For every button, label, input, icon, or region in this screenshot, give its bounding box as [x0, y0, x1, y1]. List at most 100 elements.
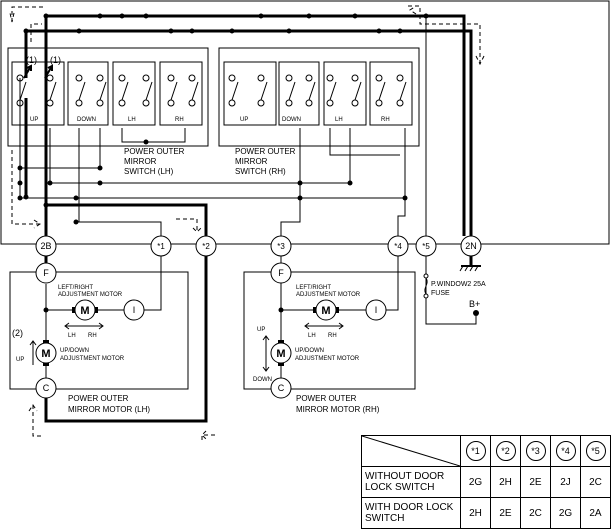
motor-lh-lr-arrow — [64, 322, 104, 330]
switch-rh-lh-box — [323, 61, 367, 126]
switch-assembly-lh: UP DOWN LH RH POWER OUTER MIRROR SWITCH … — [7, 47, 209, 176]
switch-terminal — [396, 74, 404, 82]
thick-wire-second — [24, 29, 473, 236]
table-cell: 2A — [580, 497, 611, 529]
motor-lh-lr-label-1: LEFT/RIGHT — [58, 285, 93, 291]
motor-rh-lh-label: LH — [308, 333, 316, 339]
switch-rh-title-line1: POWER OUTER — [235, 147, 296, 156]
motor-lh-terminal-f-label: F — [43, 268, 49, 278]
junction-dot — [376, 28, 382, 34]
junction-dot — [229, 28, 235, 34]
junction-dot — [97, 13, 103, 19]
motor-rh-lr-label-2: ADJUSTMENT MOTOR — [296, 292, 361, 298]
switch-lh-rh-label: RH — [175, 117, 184, 123]
junction-dot — [119, 13, 125, 19]
table-header-star4: *4 — [555, 441, 576, 461]
wire-a — [19, 78, 406, 199]
table-cell: 2G — [550, 497, 581, 529]
motor-rh-ud-arrow — [262, 335, 270, 372]
table-cell: 2E — [490, 497, 521, 529]
switch-terminal — [396, 99, 404, 107]
motor-lh-lh-label: LH — [68, 333, 76, 339]
switch-rh-down-label: DOWN — [282, 117, 301, 123]
switch-contact — [49, 81, 57, 101]
switch-terminal — [96, 99, 104, 107]
motor-rh-rh-label: RH — [328, 333, 337, 339]
junction-dot — [402, 195, 408, 201]
switch-terminal — [188, 99, 196, 107]
connector-star3-label: *3 — [277, 242, 285, 251]
switch-lh-frame — [7, 47, 209, 147]
motor-rh-ud-symbol: M — [276, 348, 285, 360]
connector-star2: *2 — [195, 235, 217, 257]
wire-lh-link — [121, 128, 146, 143]
switch-rh-up-label: UP — [240, 117, 248, 123]
thick-wire-2-down — [44, 256, 208, 423]
motor-lh-ud-symbol: M — [41, 348, 50, 360]
switch-terminal — [46, 99, 54, 107]
switch-terminal — [257, 99, 265, 107]
junction-dot — [306, 13, 312, 19]
fuse-element — [424, 277, 428, 295]
motor-rh-lr-label-1: LEFT/RIGHT — [296, 285, 331, 291]
battery-label: B+ — [469, 299, 480, 309]
connector-2n-label: 2N — [465, 241, 477, 251]
motor-rh-lr-arrow — [304, 322, 344, 330]
motor-lh-ud-arrow — [29, 340, 37, 365]
table-corner-cell — [361, 435, 461, 467]
connector-2n: 2N — [460, 235, 482, 257]
switch-contact — [288, 81, 296, 101]
switch-terminal — [167, 74, 175, 82]
motor-lh-terminal-f — [35, 262, 57, 284]
junction-dot — [189, 28, 195, 34]
wire-c — [20, 128, 101, 169]
junction-dot — [423, 13, 429, 19]
junction-dot — [76, 28, 82, 34]
motor-rh-title-line1: POWER OUTER — [296, 394, 357, 403]
fuse: P.WINDOW2 25A FUSE — [423, 273, 486, 299]
junction-dot — [352, 13, 358, 19]
connector-star5: *5 — [415, 235, 437, 257]
row2-label-line2: SWITCH — [365, 513, 405, 524]
thick-wire-2-right — [44, 197, 208, 236]
callout-1b: (1) — [50, 55, 61, 65]
motor-rh-terminal-f-label: F — [278, 268, 284, 278]
table-header-star1: *1 — [465, 441, 486, 461]
switch-contact — [170, 81, 178, 101]
battery: B+ — [469, 299, 480, 316]
thin-wires — [19, 16, 477, 340]
callout-2: (2) — [12, 328, 23, 338]
junction-dot — [73, 219, 79, 225]
motor-lh-frame — [9, 271, 189, 390]
motor-rh-terminal-i-label: I — [375, 305, 378, 315]
switch-rh-contacts — [228, 74, 407, 107]
switch-terminal — [326, 74, 334, 82]
switch-terminal — [96, 74, 104, 82]
switch-rh-lh-label: LH — [335, 117, 343, 123]
switch-terminal — [375, 74, 383, 82]
switch-contact — [231, 81, 239, 101]
junction-dot — [97, 180, 103, 186]
switch-contact — [378, 81, 386, 101]
switch-terminal — [167, 99, 175, 107]
table-cell: 2C — [520, 497, 551, 529]
switch-terminal — [75, 99, 83, 107]
ground-icon — [459, 265, 481, 272]
flow-arrow-bottom-left — [28, 404, 42, 437]
switch-lh-title-line2: MIRROR — [124, 157, 157, 166]
wire-s3 — [280, 128, 301, 236]
switch-rh-title-line3: SWITCH (RH) — [235, 167, 286, 176]
table-header-cell: *4 — [550, 435, 581, 467]
switch-rh-down-box — [278, 61, 320, 126]
switch-contact — [308, 81, 316, 101]
table-header-row: *1 *2 *3 *4 *5 — [361, 435, 611, 467]
motor-lh-lr-label-2: ADJUSTMENT MOTOR — [58, 292, 123, 298]
table-cell: 2E — [520, 466, 551, 498]
switch-terminal — [142, 99, 150, 107]
motor-rh-up-label: UP — [257, 327, 265, 333]
flow-arrow-right — [409, 5, 417, 15]
wire-s1 — [78, 128, 162, 236]
switch-terminal — [75, 74, 83, 82]
switch-terminal — [142, 74, 150, 82]
